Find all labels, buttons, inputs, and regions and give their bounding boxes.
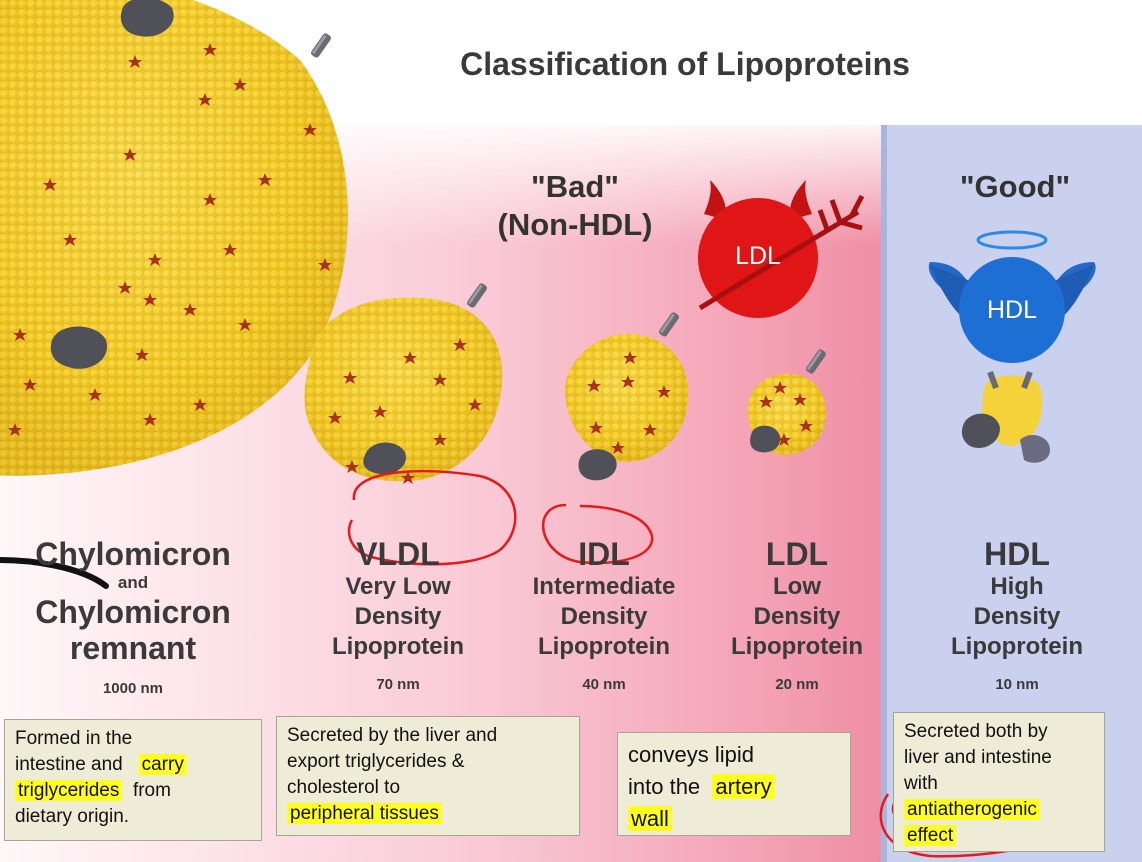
note-hdl-highlight-antiatherogenic: antiatherogenic (904, 799, 1040, 820)
chylomicron-particle (0, 0, 348, 476)
note-vldl-highlight: peripheral tissues (287, 803, 442, 824)
note-hdl-highlight-effect: effect (904, 825, 957, 846)
ink-stroke (0, 557, 109, 589)
note-ldl: conveys lipid into the artery wall (617, 732, 851, 836)
note-ldl-line1: conveys lipid (628, 742, 754, 767)
note-hdl: Secreted both by liver and intestine wit… (893, 712, 1105, 852)
vldl-size: 70 nm (376, 676, 420, 693)
idl-particle (565, 311, 689, 481)
hdl-abbr: HDL (984, 536, 1050, 572)
idl-line1: Intermediate (532, 573, 676, 600)
note-ldl-line2: into the (628, 774, 701, 799)
chylomicron-name-2: Chylomicron (35, 594, 231, 630)
bad-label-line2: (Non-HDL) (497, 207, 653, 242)
ldl-line1: Low (773, 573, 821, 600)
note-chylomicron-highlight-carry: carry (138, 754, 187, 775)
note-vldl-line3: cholesterol to (287, 777, 401, 798)
chylomicron-remnant: remnant (69, 630, 197, 666)
note-vldl: Secreted by the liver and export triglyc… (276, 716, 580, 836)
vldl-abbr: VLDL (356, 536, 440, 572)
vldl-line3: Lipoprotein (332, 633, 464, 660)
note-vldl-line2: export triglycerides & (287, 751, 465, 772)
column-vldl: VLDL Very Low Density Lipoprotein 70 nm (300, 536, 496, 693)
ldl-line2: Density (753, 603, 841, 630)
idl-size: 40 nm (582, 676, 626, 693)
note-ldl-highlight-artery: artery (712, 774, 775, 799)
note-chylomicron-line2: intestine and (15, 754, 123, 775)
vldl-line1: Very Low (345, 573, 451, 600)
good-group-label: "Good" (959, 169, 1071, 204)
note-hdl-line2: liver and intestine (904, 747, 1052, 768)
chylomicron-name: Chylomicron (35, 536, 231, 572)
note-chylomicron-line4: dietary origin. (15, 806, 130, 827)
hdl-badge-label: HDL (986, 296, 1037, 324)
note-hdl-line3: with (904, 773, 938, 794)
note-hdl-line1: Secreted both by (904, 721, 1048, 742)
column-idl: IDL Intermediate Density Lipoprotein 40 … (508, 536, 700, 693)
chylomicron-joiner: and (117, 573, 149, 592)
note-chylomicron-highlight-triglycerides: triglycerides (15, 780, 123, 801)
column-ldl: LDL Low Density Lipoprotein 20 nm (712, 536, 882, 693)
vldl-particle (304, 282, 503, 484)
column-chylomicron: Chylomicron and Chylomicron remnant 1000… (8, 536, 258, 697)
ldl-badge-label: LDL (735, 242, 781, 270)
hdl-angel (928, 230, 1096, 463)
note-vldl-line1: Secreted by the liver and (287, 725, 498, 746)
ldl-line3: Lipoprotein (731, 633, 863, 660)
note-chylomicron-line1: Formed in the (15, 728, 133, 749)
ldl-abbr: LDL (765, 536, 829, 572)
idl-abbr: IDL (578, 536, 630, 572)
bad-group-label: "Bad" (Non-HDL) (460, 168, 690, 244)
vldl-line2: Density (354, 603, 442, 630)
column-hdl: HDL High Density Lipoprotein 10 nm (922, 536, 1112, 693)
slide-title: Classification of Lipoproteins (460, 46, 910, 82)
ldl-particle (748, 348, 828, 455)
note-chylomicron-from: from (132, 780, 171, 801)
hdl-line2: Density (973, 603, 1061, 630)
note-chylomicron: Formed in the intestine and carry trigly… (4, 719, 262, 841)
chylomicron-size: 1000 nm (102, 680, 164, 697)
idl-line3: Lipoprotein (538, 633, 670, 660)
panel-divider (881, 125, 887, 862)
ldl-devil (698, 180, 865, 318)
bad-label-line1: "Bad" (531, 169, 619, 204)
note-ldl-highlight-wall: wall (628, 806, 672, 831)
hdl-line1: High (990, 573, 1044, 600)
idl-line2: Density (560, 603, 648, 630)
hdl-line3: Lipoprotein (951, 633, 1083, 660)
ldl-size: 20 nm (775, 676, 819, 693)
hdl-size: 10 nm (995, 676, 1039, 693)
